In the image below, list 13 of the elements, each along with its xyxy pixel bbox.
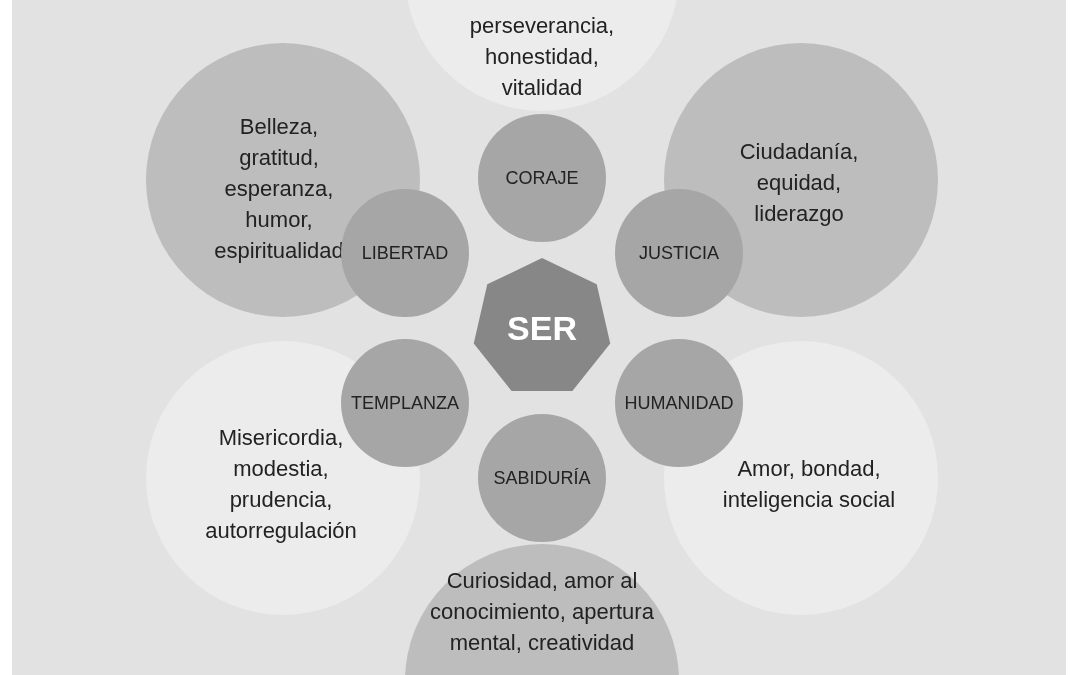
trait-list: Curiosidad, amor al conocimiento, apertura mental, creatividad [427,564,657,658]
virtue-label: CORAJE [505,167,579,189]
trait-list: Amor, bondad, inteligencia social [714,453,904,515]
trait-list: Misericordia, modestia, prudencia, autorregulación [186,422,376,546]
trait-list: Ciudadanía, equidad, liderazgo [724,135,874,229]
trait-list: perseverancia, honestidad, vitalidad [467,9,617,103]
trait-list: Belleza, gratitud, esperanza, humor, espiritualidad [204,110,354,266]
virtue-label: LIBERTAD [361,242,449,264]
virtue-label: JUSTICIA [639,242,719,264]
virtue-label: TEMPLANZA [351,392,459,414]
center-label: SER [507,308,577,348]
virtue-label: HUMANIDAD [624,392,734,414]
virtue-label: SABIDURÍA [493,467,591,489]
